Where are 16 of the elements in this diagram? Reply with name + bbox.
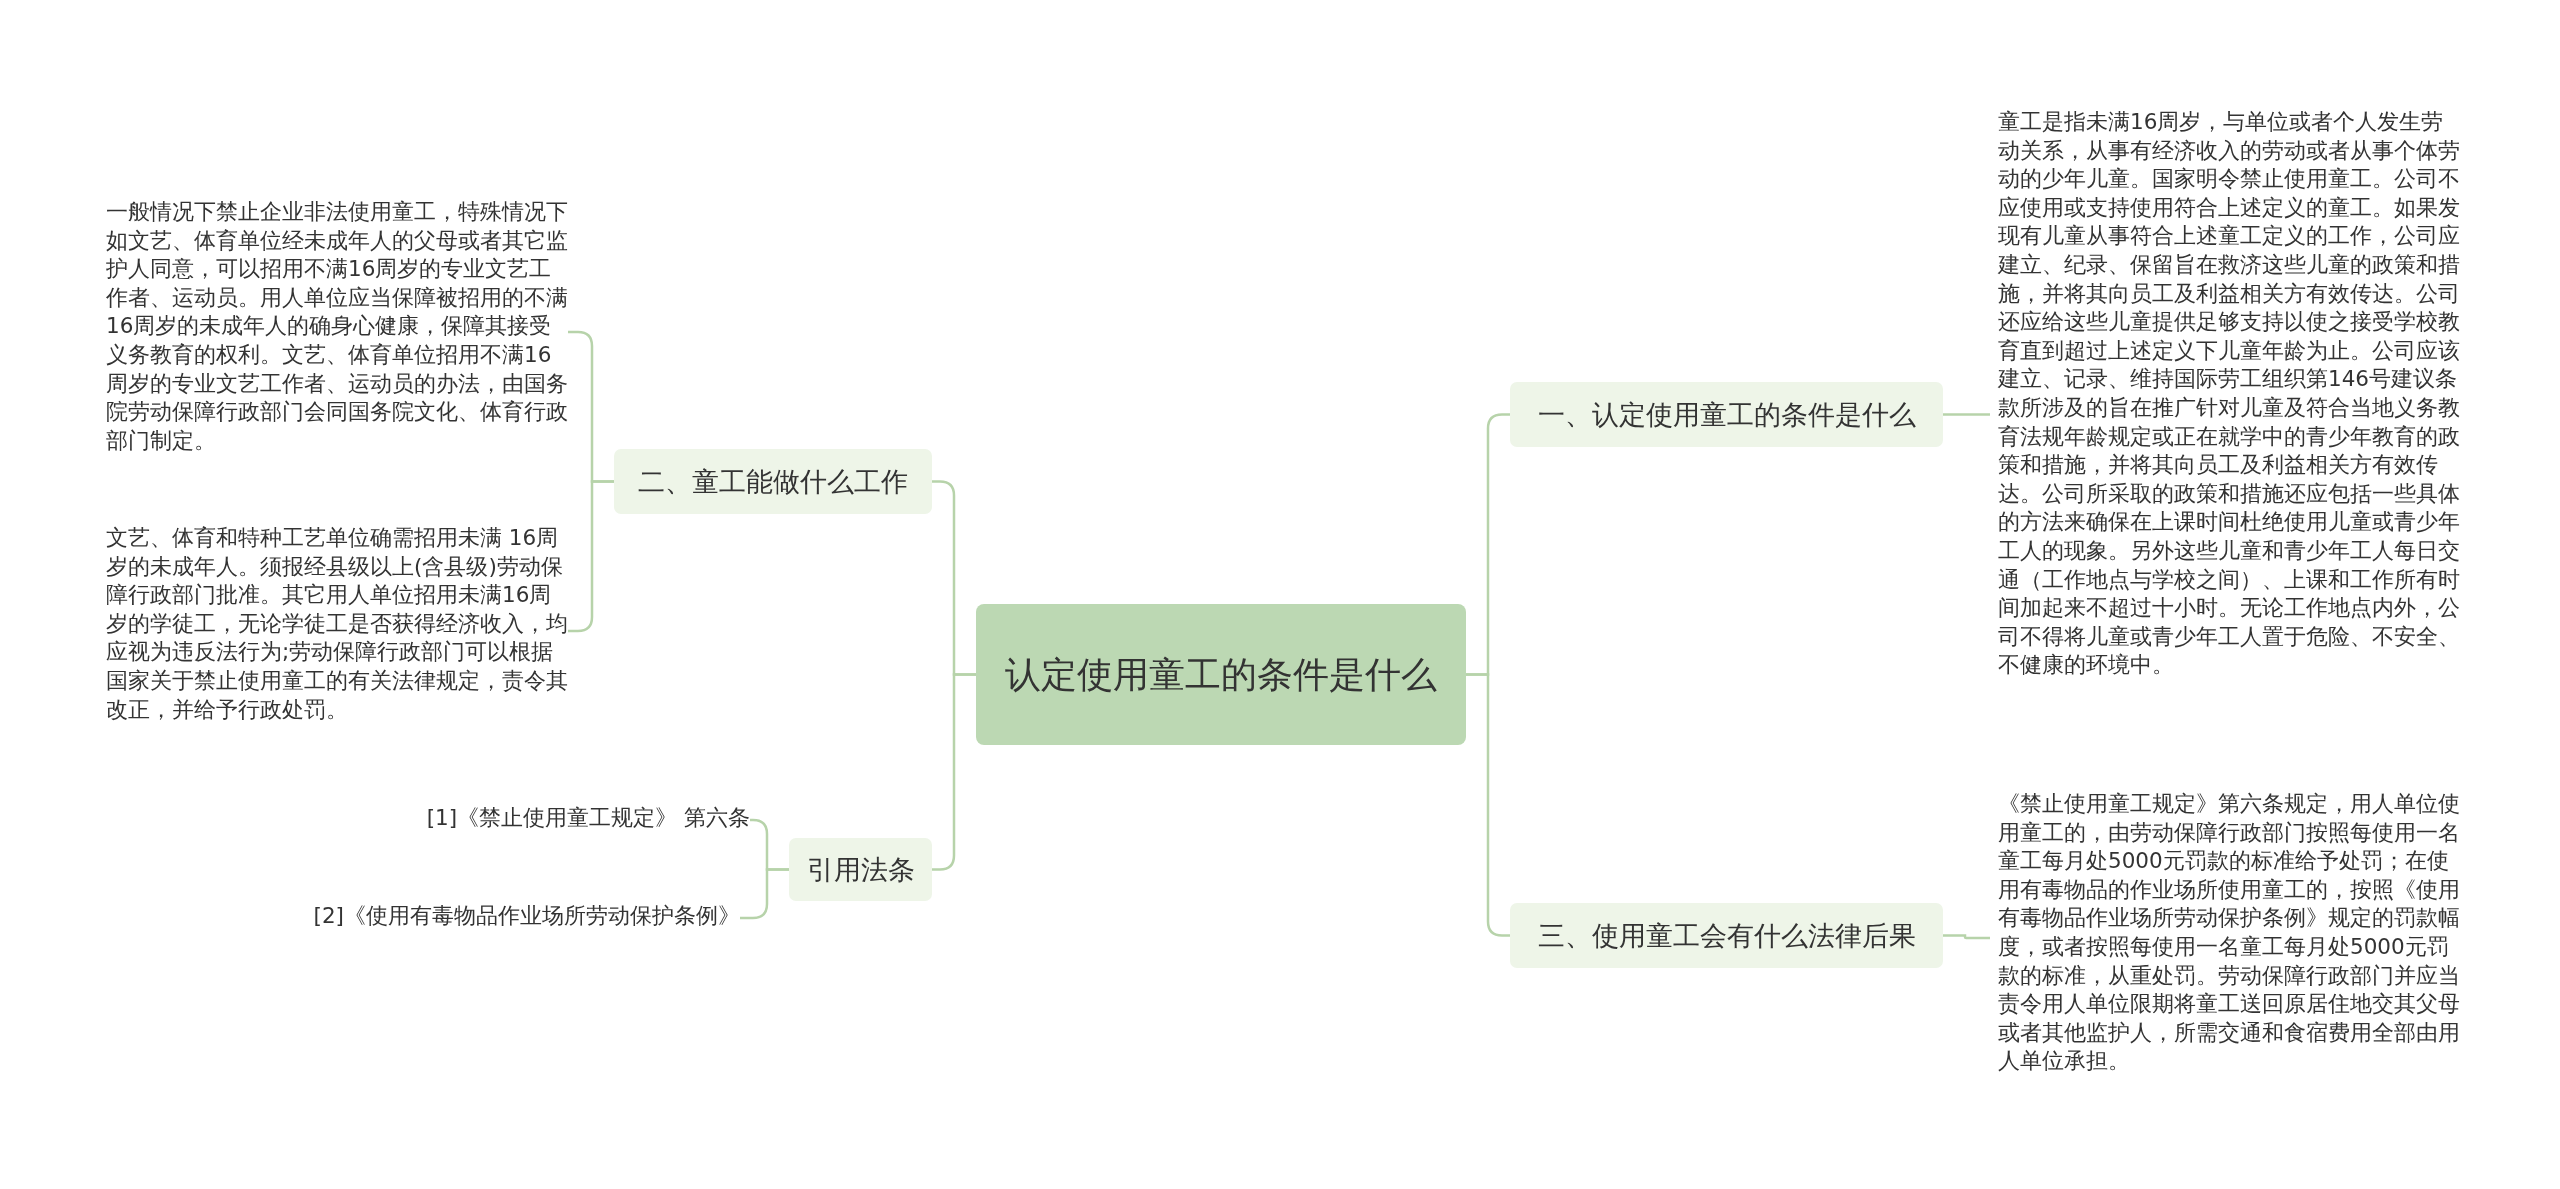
connector-line (1943, 934, 1990, 940)
topic-box: 三、使用童工会有什么法律后果 (1510, 903, 1943, 968)
topic-box: 引用法条 (789, 838, 932, 901)
note-text: 童工是指未满16周岁，与单位或者个人发生劳动关系，从事有经济收入的劳动或者从事个体劳动的少年儿童。国家明令禁止使用童工。公司不应使用或支持使用符合上述定义的童工。如果发现有儿童从事符合上述童工定义的工作，公司应建立、纪录、保留旨在救济这些儿童的政策和措施，并将其向员工及利益相关方有效传达。公司还应给这些儿童提供足够支持以使之接受学校教育直到超过上述定义下儿童年龄为止。公司应该建立、记录、维持国际劳工组织第146号建议条款所涉及的旨在推广针对儿童及符合当地义务教育法规年龄规定或正在就学中的青少年教育的政策和措施，并将其向员工及利益相关方有效传达。公司所采取的政策和措施还应包括一些具体的方法来确保在上课时间杜绝使用儿童或青少年工人的现象。另外这些儿童和青少年工人每日交通（工作地点与学校之间）、上课和工作所有时间加起来不超过十小时。无论工作地点内外，公司不得将儿童或青少年工人置于危险、不安全、不健康的环境中。 (1990, 108, 2460, 680)
note-text: 《禁止使用童工规定》第六条规定，用人单位使用童工的，由劳动保障行政部门按照每使用一名童工每月处5000元罚款的标准给予处罚；在使用有毒物品的作业场所使用童工的，按照《使用有毒物品作业场所劳动保护条例》规定的罚款幅度，或者按照每使用一名童工每月处5000元罚款的标准，从重处罚。劳动保障行政部门并应当责令用人单位限期将童工送回原居住地交其父母或者其他监护人，所需交通和食宿费用全部由用人单位承担。 (1990, 790, 2460, 1076)
connector-line (1943, 413, 1990, 416)
central-topic-box: 认定使用童工的条件是什么 (976, 604, 1466, 745)
note-text: 一般情况下禁止企业非法使用童工，特殊情况下如文艺、体育单位经未成年人的父母或者其它监护人同意，可以招用不满16周岁的专业文艺工作者、运动员。用人单位应当保障被招用的不满16周岁的未成年人的确身心健康，保障其接受义务教育的权利。文艺、体育单位招用不满16周岁的专业文艺工作者、运动员的办法，由国务院劳动保障行政部门会同国务院文化、体育行政部门制定。 (98, 198, 568, 456)
connector-line (932, 673, 976, 871)
reference-text: [1]《禁止使用童工规定》 第六条 (380, 804, 750, 836)
topic-box: 一、认定使用童工的条件是什么 (1510, 382, 1943, 447)
note-text: 文艺、体育和特种工艺单位确需招用未满 16周岁的未成年人。须报经县级以上(含县级)劳动保障行政部门批准。其它用人单位招用未满16周岁的学徒工，无论学徒工是否获得经济收入，均应视为违反法行为;劳动保障行政部门可以根据国家关于禁止使用童工的有关法律规定，责令其改正，并给予行政处罚。 (98, 524, 568, 725)
topic-box: 二、童工能做什么工作 (614, 449, 932, 514)
reference-text: [2]《使用有毒物品作业场所劳动保护条例》 (280, 902, 740, 934)
connector-line (1466, 673, 1510, 937)
connector-line (740, 868, 789, 920)
